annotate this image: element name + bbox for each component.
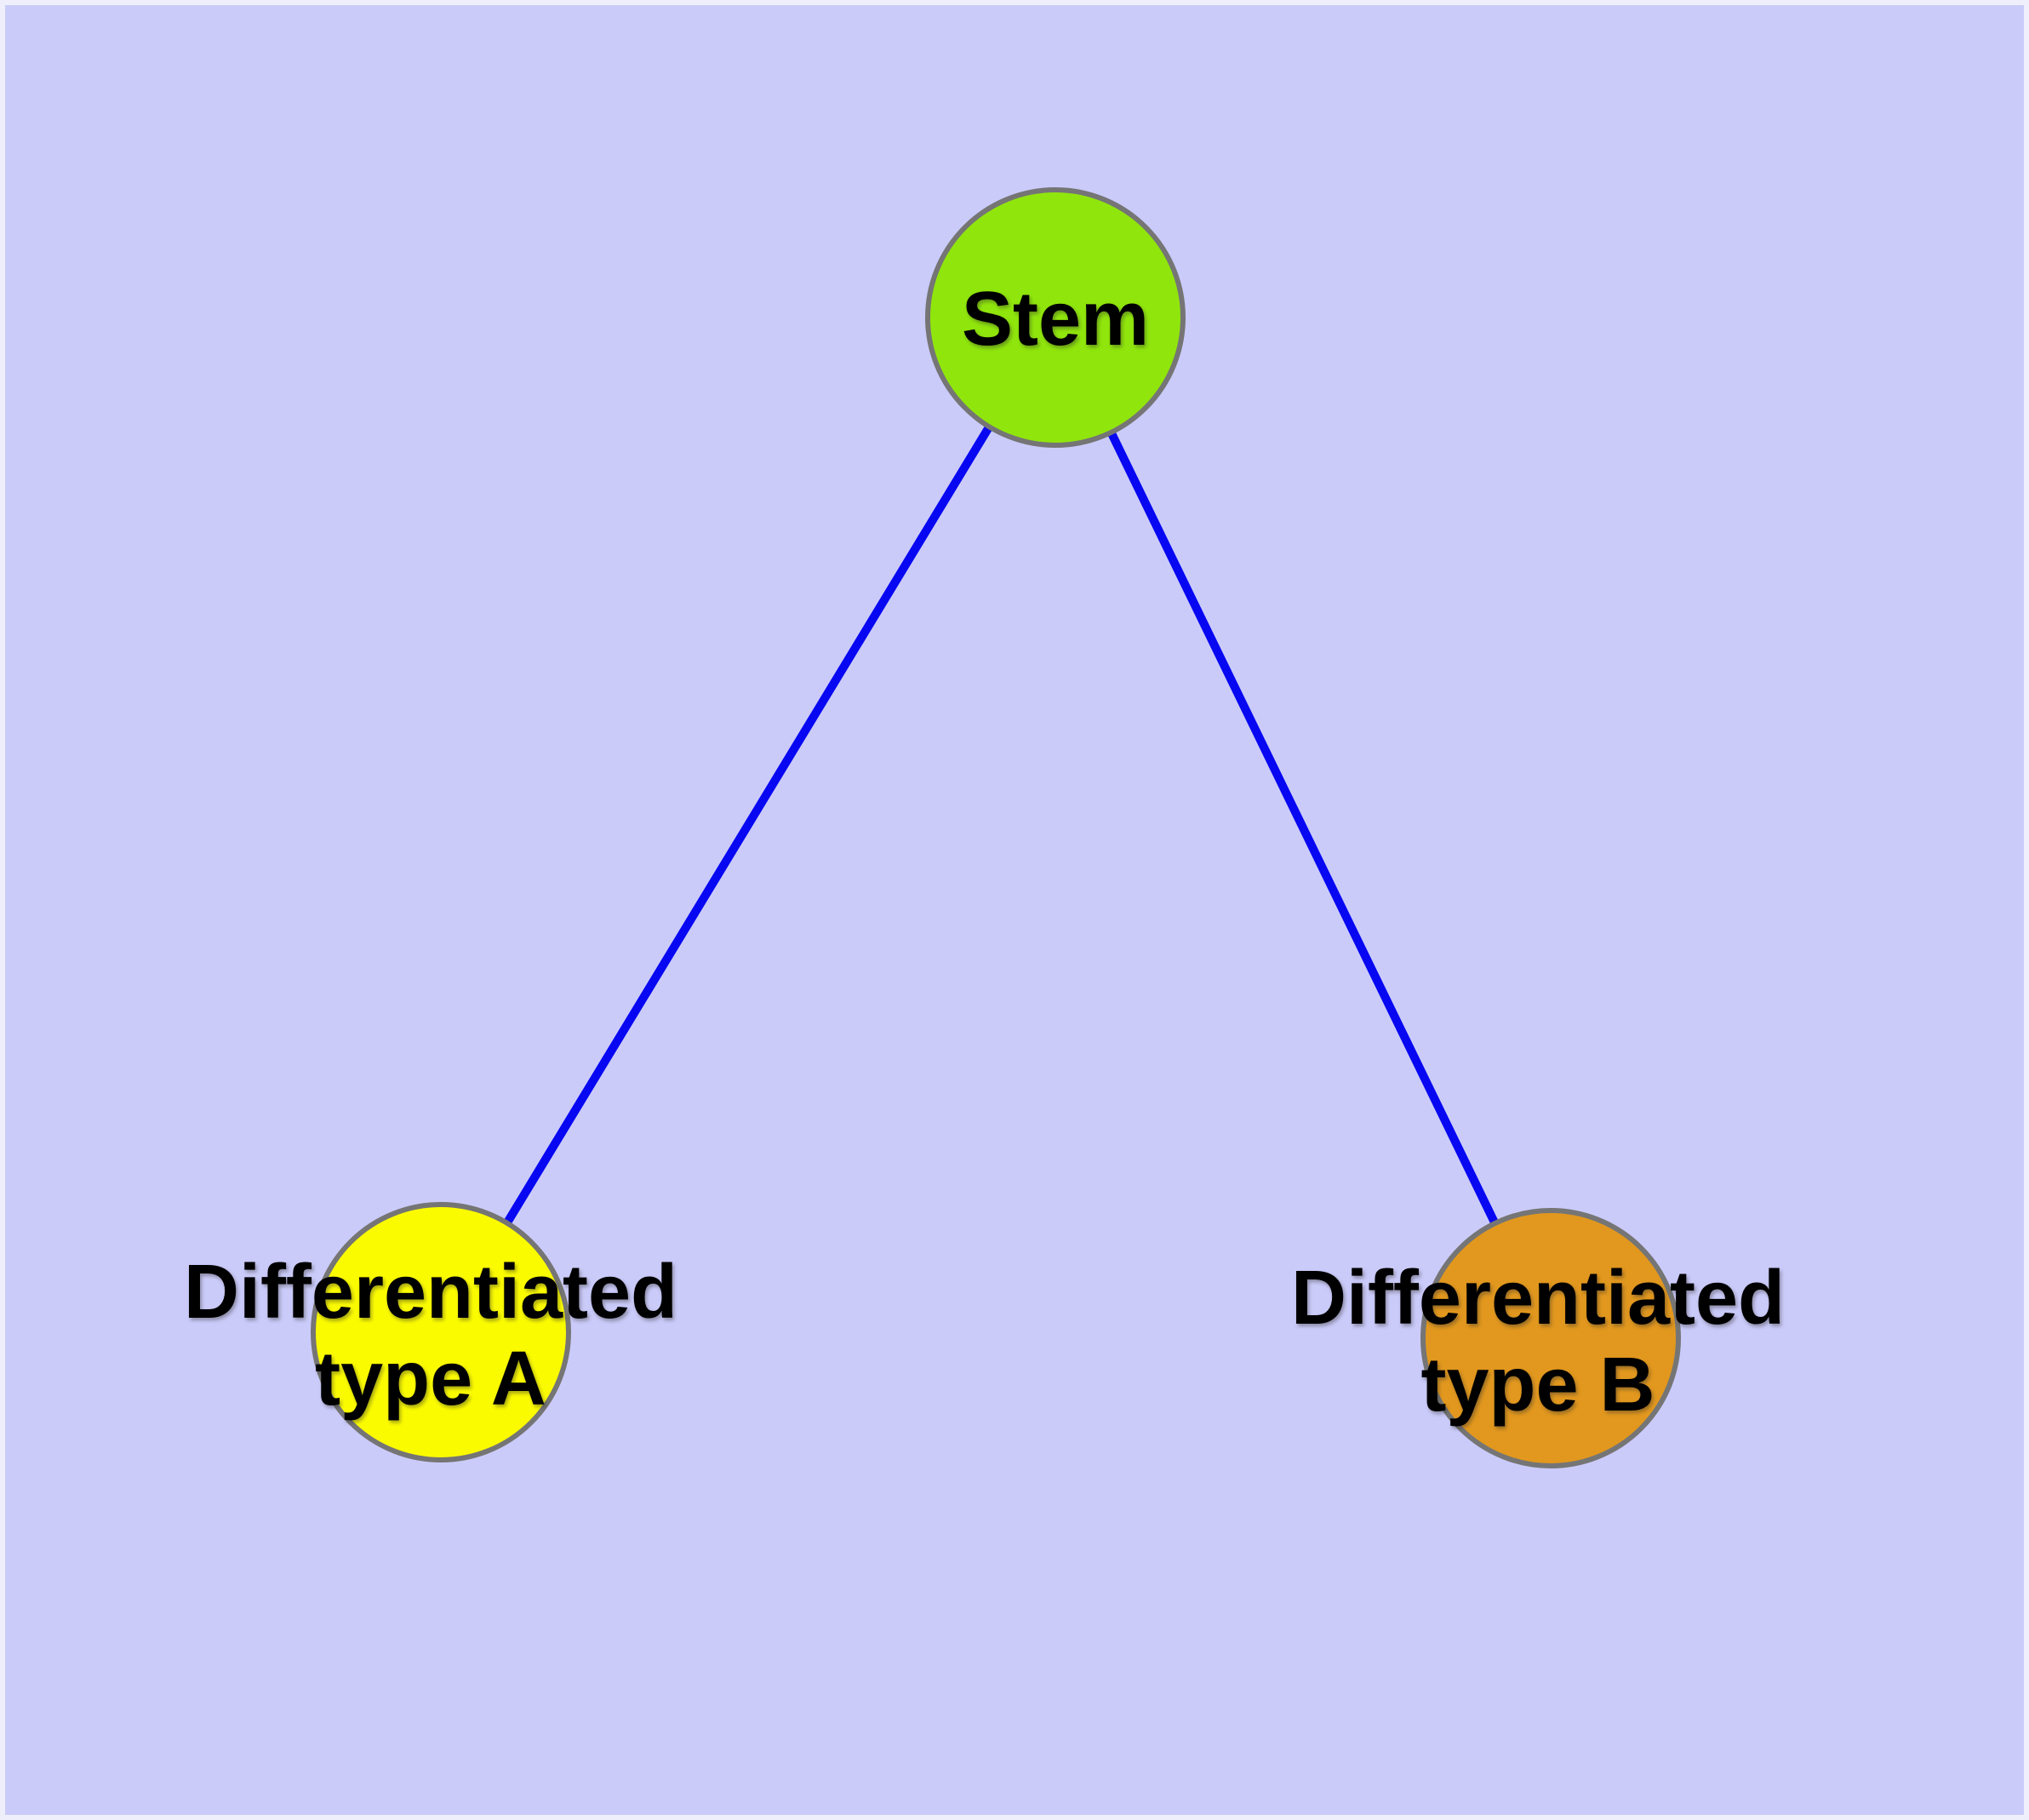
node-differentiated-type-b[interactable] — [1420, 1208, 1681, 1468]
node-differentiated-type-a[interactable] — [311, 1202, 571, 1462]
edge-stem-to-type-a — [437, 315, 1060, 1335]
edge-stem-to-type-b — [1051, 315, 1555, 1341]
node-stem[interactable] — [925, 187, 1186, 448]
